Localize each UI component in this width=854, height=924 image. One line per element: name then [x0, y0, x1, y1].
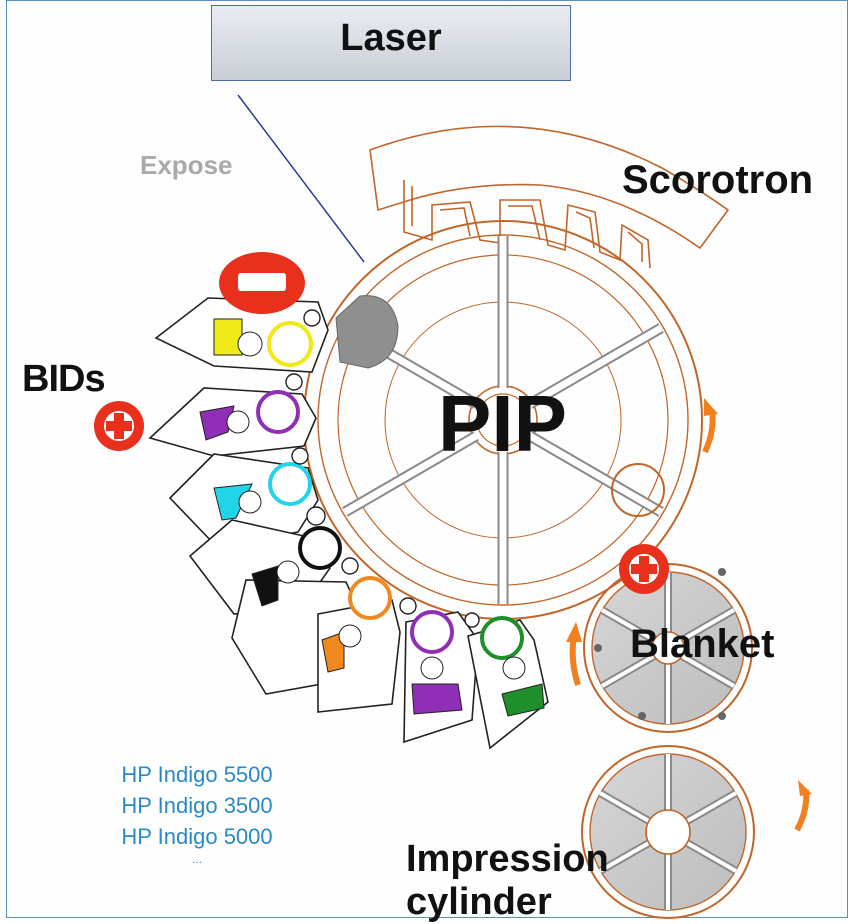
model-item: HP Indigo 5000 — [121, 824, 273, 849]
bid-yellow — [213, 318, 313, 367]
impression-cylinder — [581, 745, 755, 919]
bid-green — [480, 616, 545, 717]
plus-badge-icon — [94, 401, 144, 451]
cleaning-station — [611, 463, 665, 517]
plus-badge-icon — [619, 544, 669, 594]
bid-cyan — [213, 462, 312, 521]
pip-label: PIP — [438, 379, 567, 468]
model-list-more: ... — [191, 852, 202, 866]
scorotron-label: Scorotron — [622, 158, 814, 202]
bid-orange — [321, 576, 392, 673]
expose-label: Expose — [140, 150, 233, 180]
impression-label-line2: cylinder — [406, 881, 552, 923]
blanket-label: Blanket — [630, 622, 775, 666]
charge-roller — [335, 295, 399, 369]
bid-purple-2 — [410, 610, 463, 715]
bid-purple — [199, 390, 300, 441]
bids-label: BIDs — [22, 358, 106, 400]
minus-badge-icon — [219, 252, 305, 314]
bid-black — [251, 526, 342, 607]
impression-label-line1: Impression — [406, 838, 609, 880]
model-item: HP Indigo 5500 — [121, 762, 273, 787]
laser-box: Laser — [211, 5, 571, 81]
impression-cylinder-label: Impression cylinder — [406, 838, 609, 924]
model-list: HP Indigo 5500 HP Indigo 3500 HP Indigo … — [77, 759, 317, 866]
laser-beam — [237, 94, 365, 263]
bid-small-rollers — [285, 309, 480, 628]
laser-label: Laser — [340, 16, 442, 59]
scorotron-housing — [369, 125, 730, 269]
blanket-drum — [583, 563, 753, 733]
model-item: HP Indigo 3500 — [121, 793, 273, 818]
